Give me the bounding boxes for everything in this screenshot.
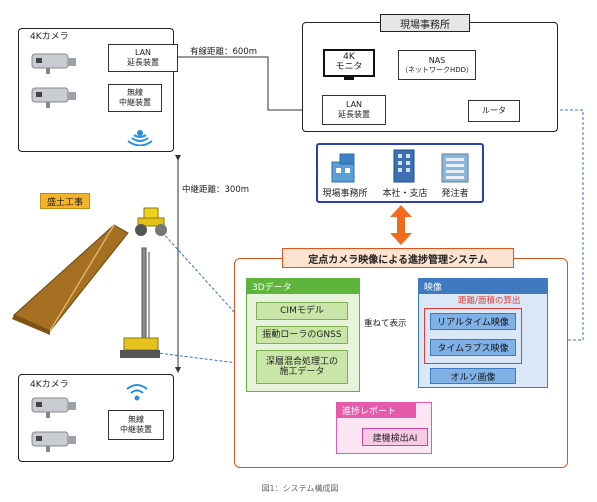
camera-icon: [28, 394, 80, 420]
realtime-video-item: リアルタイム映像: [430, 313, 516, 330]
data3d-header: 3Dデータ: [246, 278, 360, 294]
camera-icon: [28, 428, 80, 454]
deep-mixing-item: 深層混合処理工の 施工データ: [256, 350, 348, 384]
cable-distance-label: 有線距離：600m: [190, 47, 258, 57]
gnss-label: 振動ローラのGNSS: [262, 329, 342, 340]
site-office-title: 現場事務所: [400, 19, 450, 31]
calc-label: 距離/面積の算出: [458, 296, 521, 306]
wifi-signal-icon: [122, 380, 152, 402]
timelapse-video-label: タイムラプス映像: [437, 344, 509, 354]
video-header: 映像: [418, 278, 548, 294]
report-header: 進捗レポート: [336, 402, 416, 418]
head-office-building-icon: [390, 148, 418, 184]
data3d-title: 3Dデータ: [252, 282, 292, 293]
monitor-label: 4K モニタ: [326, 52, 372, 73]
vibration-roller-icon: [132, 206, 170, 238]
overlay-label: 重ねて表示: [364, 319, 407, 329]
ortho-image-label: オルソ画像: [450, 372, 496, 383]
realtime-video-label: リアルタイム映像: [437, 318, 509, 328]
site-office-title-box: 現場事務所: [380, 14, 470, 32]
top-camera-label: 4Kカメラ: [30, 32, 69, 42]
deep-mixing-line1: 深層混合処理工の: [265, 356, 338, 367]
monitor-line1: 4K: [343, 52, 355, 62]
bottom-camera-label: 4Kカメラ: [30, 380, 69, 390]
bottom-relay-line1: 無線: [128, 415, 144, 425]
camera-icon: [28, 84, 80, 110]
nas-box: NAS （ネットワークHDD）: [398, 50, 476, 80]
office-lan-line2: 延長装置: [338, 110, 370, 119]
ortho-image-item: オルソ画像: [430, 368, 516, 384]
router-label: ルータ: [482, 106, 506, 116]
lan-extender-line1: LAN: [134, 48, 152, 58]
lan-extender-box-top: LAN 延長装置: [108, 44, 178, 72]
site-office-building-icon: [330, 150, 358, 184]
roller-to-gnss: [161, 231, 254, 334]
earthwork-label-box: 盛土工事: [40, 193, 90, 209]
system-title-box: 定点カメラ映像による進捗管理システム: [282, 248, 514, 268]
monitor-line2: モニタ: [335, 62, 363, 73]
cim-model-label: CIMモデル: [280, 305, 324, 316]
embankment-illustration: [10, 215, 130, 335]
router-box: ルータ: [468, 100, 520, 122]
camera-icon: [28, 50, 80, 76]
cim-model-item: CIMモデル: [256, 302, 348, 320]
wireless-relay-box-top: 無線 中継装置: [108, 84, 162, 112]
lan-cable: [178, 56, 323, 113]
viewer-client-label: 発注者: [441, 189, 469, 199]
wireless-relay-box-bottom: 無線 中継装置: [108, 410, 164, 440]
video-title: 映像: [424, 282, 443, 293]
monitor-icon: [322, 48, 378, 82]
wireless-relay-line1: 無線: [127, 88, 143, 98]
report-title: 進捗レポート: [342, 406, 397, 417]
machine-ai-label: 建機検出AI: [372, 433, 418, 444]
machine-ai-item: 建機検出AI: [362, 428, 428, 446]
bottom-relay-line2: 中継装置: [120, 425, 152, 434]
relay-distance-label: 中継距離：300m: [182, 185, 250, 195]
figure-caption: 図1：システム構成図: [261, 484, 339, 493]
nas-line2: （ネットワークHDD）: [400, 65, 474, 74]
office-lan-line1: LAN: [345, 100, 363, 110]
double-arrow-icon: [390, 205, 412, 245]
system-title: 定点カメラ映像による進捗管理システム: [308, 254, 488, 266]
earthwork-label: 盛土工事: [46, 197, 83, 208]
calc-frame: [424, 308, 522, 364]
viewer-site-office-label: 現場事務所: [322, 189, 368, 199]
deep-mixing-line2: 施工データ: [279, 367, 325, 377]
timelapse-video-item: タイムラプス映像: [430, 339, 516, 356]
nas-line1: NAS: [428, 56, 446, 65]
client-building-icon: [440, 150, 470, 184]
pile-rig-icon: [118, 246, 162, 362]
wireless-relay-line2: 中継装置: [119, 98, 151, 107]
lan-extender-box-office: LAN 延長装置: [322, 95, 386, 125]
gnss-item: 振動ローラのGNSS: [256, 326, 348, 344]
lan-extender-line2: 延長装置: [127, 58, 159, 67]
wifi-signal-icon: [122, 120, 158, 147]
viewer-head-office-label: 本社・支店: [382, 189, 428, 199]
